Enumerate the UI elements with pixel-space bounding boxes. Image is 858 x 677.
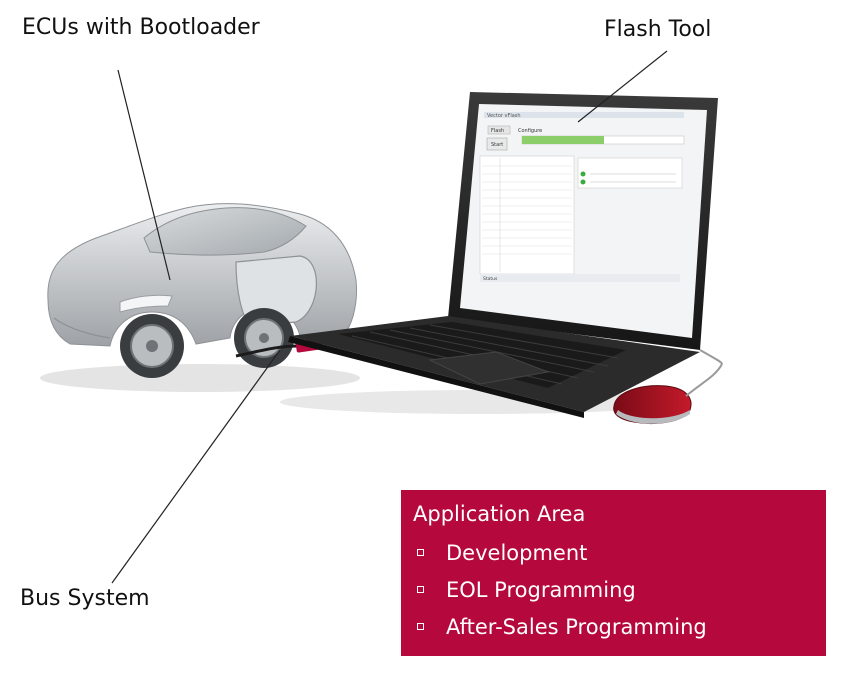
bullet-icon <box>417 623 424 630</box>
ecus-leader-line <box>117 69 171 281</box>
flash-tool-window: Vector vFlash Flash Configure Start Stat… <box>479 112 685 282</box>
ecus-callout-label: ECUs with Bootloader <box>22 15 260 40</box>
progress-bar-fill <box>522 136 604 144</box>
car-illustration <box>47 203 357 378</box>
application-item-label: Development <box>446 540 588 565</box>
mouse-illustration <box>613 349 723 424</box>
bus-leader-line <box>111 349 281 584</box>
application-item-label: EOL Programming <box>446 577 636 602</box>
application-item: Development <box>413 534 826 571</box>
bullet-icon <box>417 549 424 556</box>
car-shadow <box>40 364 360 392</box>
tab-flash-label: Flash <box>491 128 504 134</box>
application-item-label: After-Sales Programming <box>446 614 707 639</box>
status-footer: Status <box>483 276 498 282</box>
application-item: After-Sales Programming <box>413 608 826 645</box>
bus-system-callout-label: Bus System <box>20 586 150 611</box>
application-area-title: Application Area <box>413 502 586 526</box>
application-item: EOL Programming <box>413 571 826 608</box>
flash-tool-callout-label: Flash Tool <box>604 17 712 42</box>
tab-configure-label: Configure <box>518 128 542 134</box>
bullet-icon <box>417 586 424 593</box>
flash-leader-line <box>577 50 668 123</box>
start-button-label: Start <box>491 142 503 148</box>
bus-cable <box>235 344 299 358</box>
application-area-box: Application Area Development EOL Program… <box>401 490 826 656</box>
window-title: Vector vFlash <box>487 113 521 119</box>
